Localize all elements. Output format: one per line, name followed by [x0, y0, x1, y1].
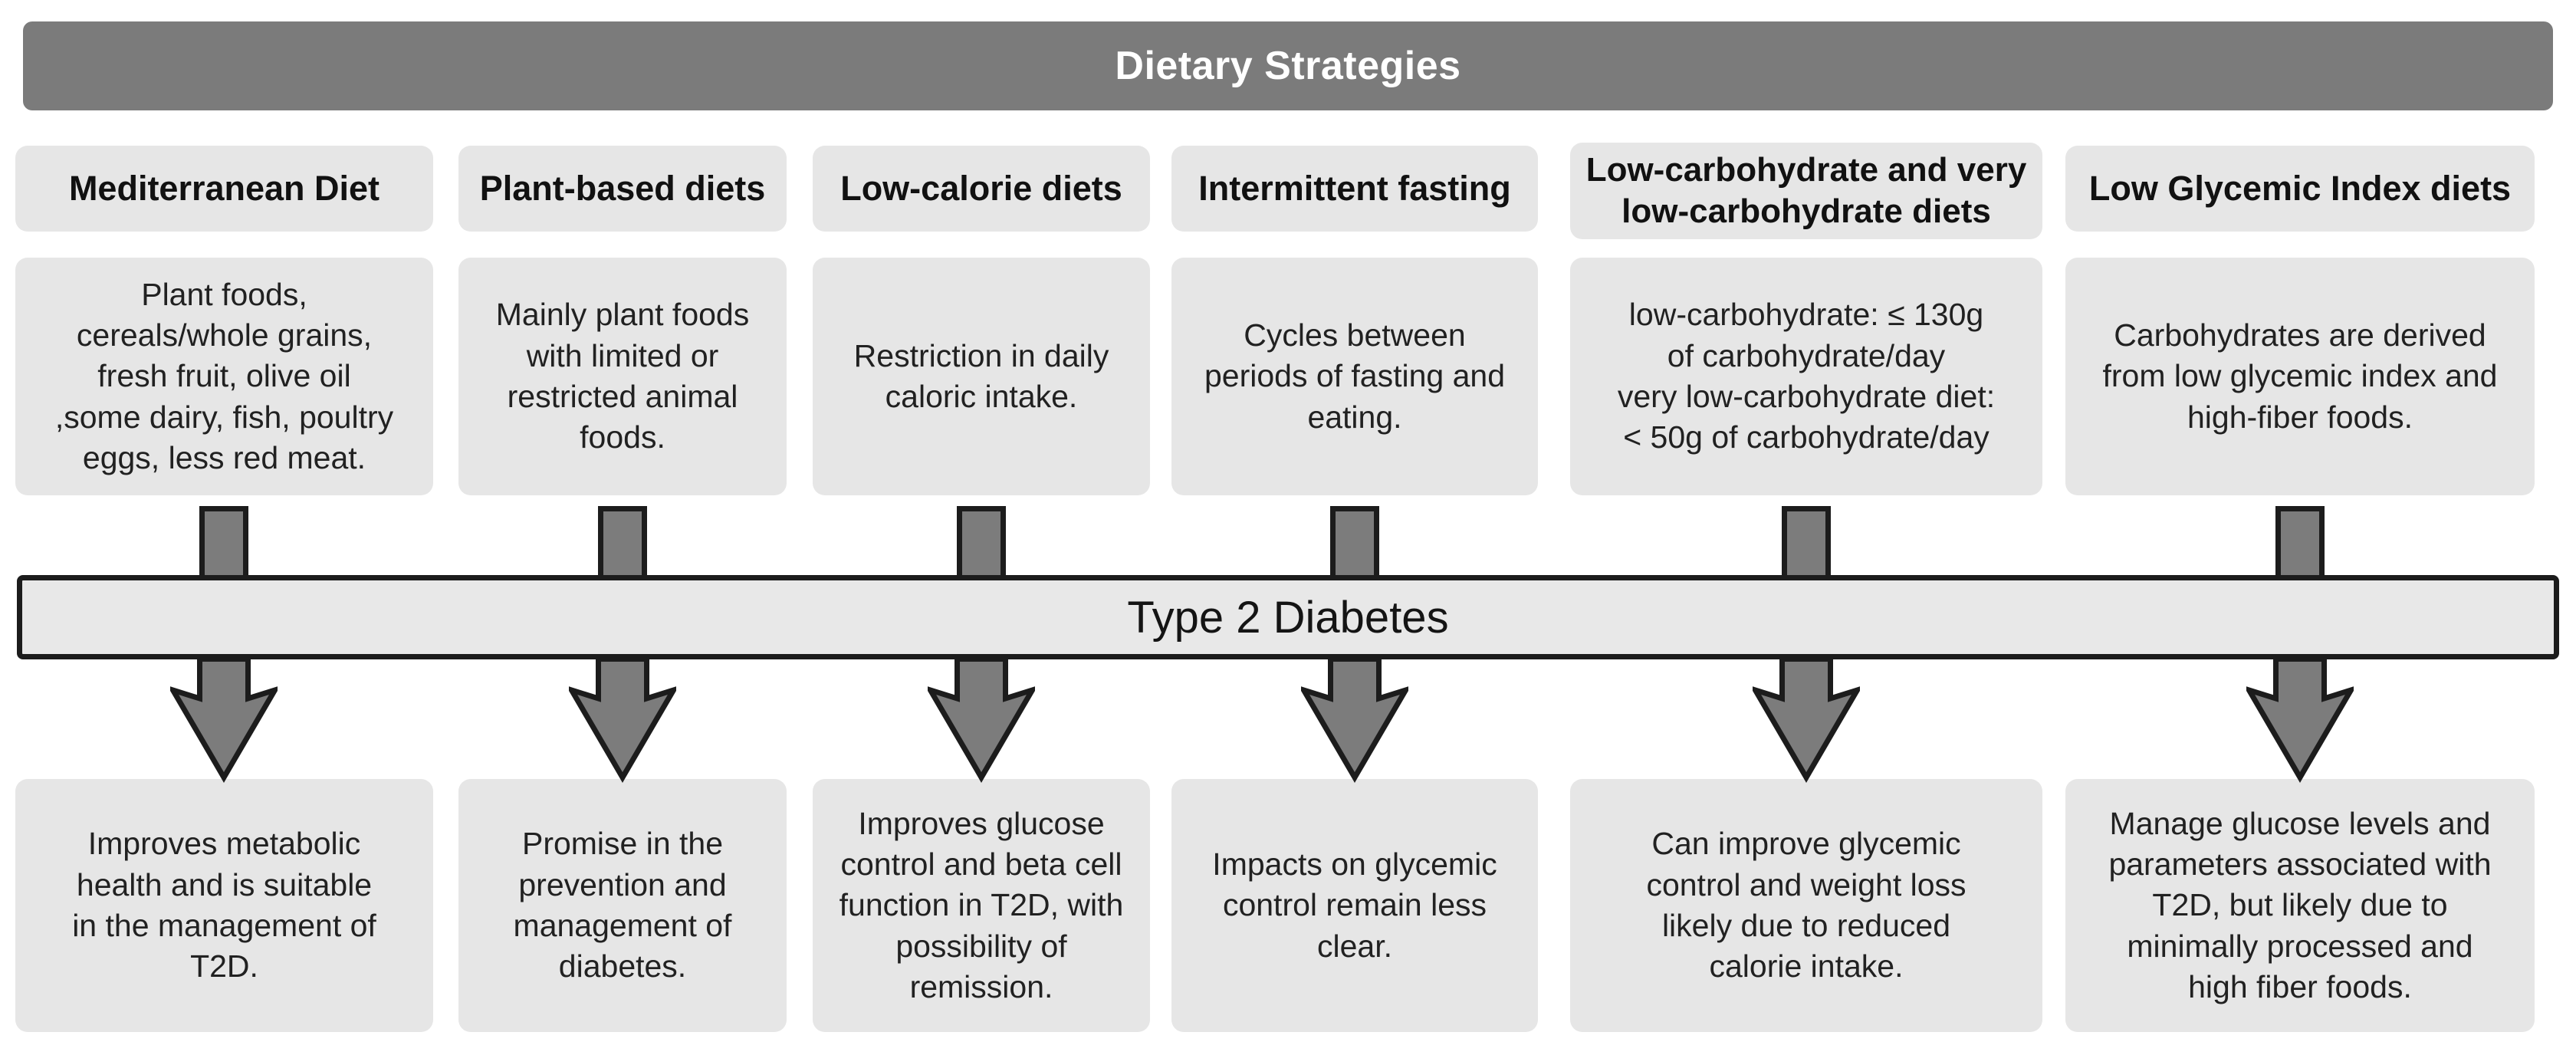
down-arrow-icon — [2246, 656, 2354, 783]
band-label: Type 2 Diabetes — [1127, 592, 1449, 643]
diet-name-box-low-carbohydrate: Low-carbohydrate and very low-carbohydra… — [1570, 143, 2042, 239]
diet-name-box-mediterranean: Mediterranean Diet — [15, 146, 433, 232]
down-arrow-stem-icon — [957, 506, 1006, 578]
down-arrow-icon — [569, 656, 676, 783]
down-arrow-icon — [170, 656, 278, 783]
type-2-diabetes-band: Type 2 Diabetes — [17, 575, 2559, 659]
diet-name-box-intermittent-fasting: Intermittent fasting — [1171, 146, 1538, 232]
down-arrow-icon — [1301, 656, 1408, 783]
figure-title-bar: Dietary Strategies — [23, 21, 2553, 110]
diet-description-box-mediterranean: Plant foods, cereals/whole grains, fresh… — [15, 258, 433, 495]
diet-description-box-low-calorie: Restriction in daily caloric intake. — [813, 258, 1150, 495]
outcome-box-low-glycemic-index: Manage glucose levels and parameters ass… — [2065, 779, 2535, 1032]
diet-description-box-low-carbohydrate: low-carbohydrate: ≤ 130g of carbohydrate… — [1570, 258, 2042, 495]
outcome-box-mediterranean: Improves metabolic health and is suitabl… — [15, 779, 433, 1032]
diet-description-box-low-glycemic-index: Carbohydrates are derived from low glyce… — [2065, 258, 2535, 495]
down-arrow-stem-icon — [598, 506, 647, 578]
figure-title: Dietary Strategies — [1115, 44, 1461, 88]
diet-description-box-intermittent-fasting: Cycles between periods of fasting and ea… — [1171, 258, 1538, 495]
diet-name-box-low-calorie: Low-calorie diets — [813, 146, 1150, 232]
diet-description-box-plant-based: Mainly plant foods with limited or restr… — [458, 258, 787, 495]
down-arrow-stem-icon — [2275, 506, 2325, 578]
down-arrow-stem-icon — [199, 506, 248, 578]
outcome-box-low-carbohydrate: Can improve glycemic control and weight … — [1570, 779, 2042, 1032]
down-arrow-icon — [1753, 656, 1860, 783]
outcome-box-plant-based: Promise in the prevention and management… — [458, 779, 787, 1032]
down-arrow-icon — [928, 656, 1035, 783]
down-arrow-stem-icon — [1330, 506, 1379, 578]
diet-name-box-low-glycemic-index: Low Glycemic Index diets — [2065, 146, 2535, 232]
outcome-box-low-calorie: Improves glucose control and beta cell f… — [813, 779, 1150, 1032]
diet-name-box-plant-based: Plant-based diets — [458, 146, 787, 232]
down-arrow-stem-icon — [1782, 506, 1831, 578]
outcome-box-intermittent-fasting: Impacts on glycemic control remain less … — [1171, 779, 1538, 1032]
